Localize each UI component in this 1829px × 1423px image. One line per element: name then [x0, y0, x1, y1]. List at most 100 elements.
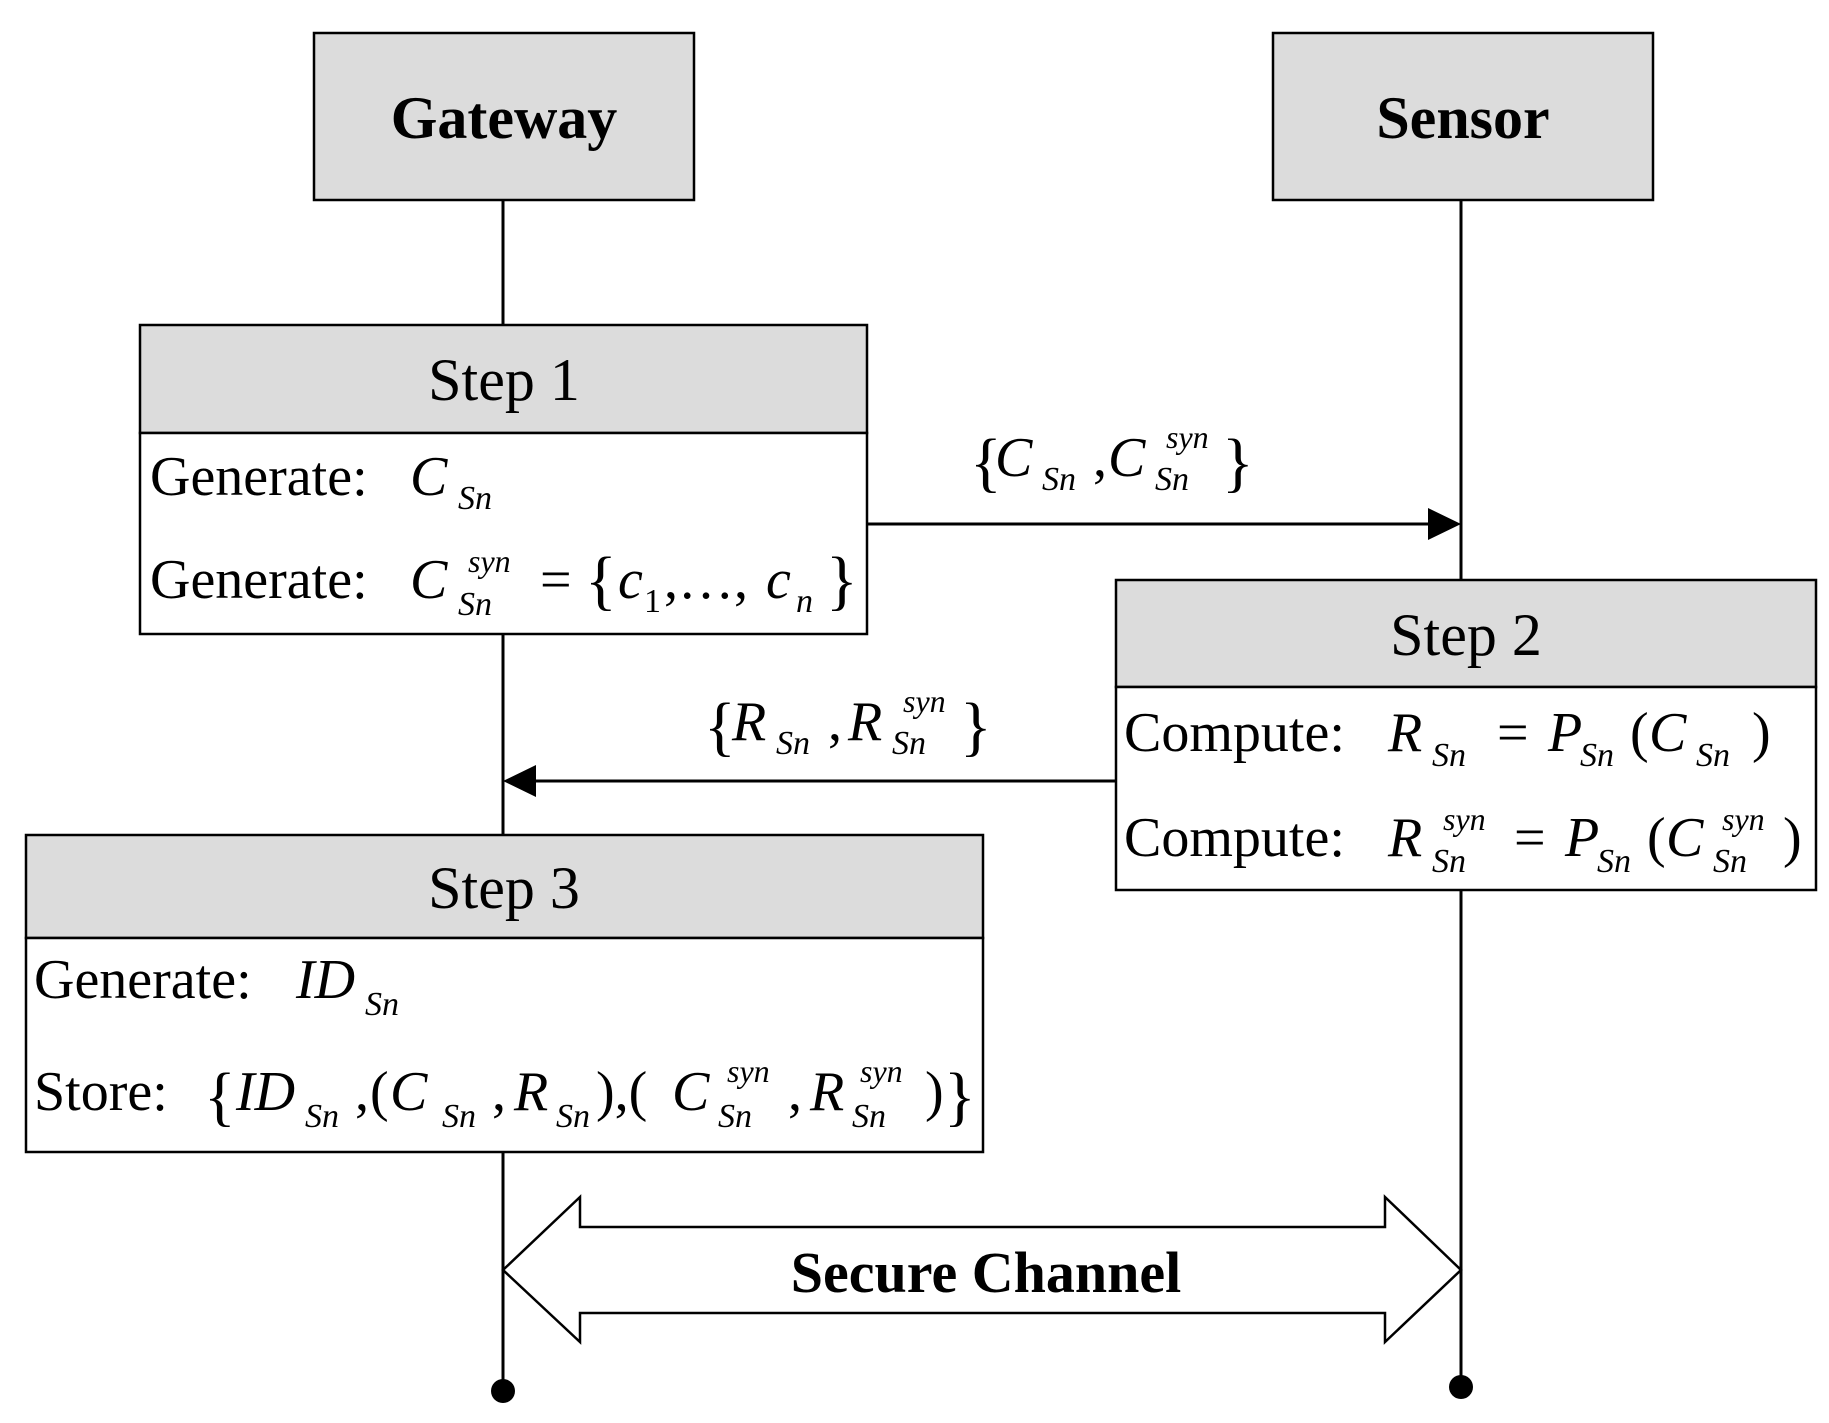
step3-line2: Store: { ID Sn , ( C Sn , R Sn ),( C syn… [34, 1053, 976, 1135]
step3-line1-Sn: Sn [365, 986, 399, 1023]
step2-line1-P: P [1547, 702, 1582, 764]
step3-line2-Sn1: Sn [305, 1098, 339, 1135]
step1-line2-cn: c [766, 549, 791, 611]
step3-line2-lbrace: { [204, 1060, 236, 1133]
step1-line2-one: 1 [644, 583, 661, 620]
step1-line2-dots: ,…, [664, 549, 748, 611]
step1-title: Step 1 [428, 347, 580, 413]
step2-line2-Sn1: Sn [1432, 843, 1466, 880]
message2-syn: syn [903, 683, 946, 719]
step1-line2-C: C [410, 549, 448, 611]
step3-line2-R2: R [809, 1061, 844, 1123]
message2-comma: , [828, 691, 842, 753]
step3-box: Step 3 Generate: ID Sn Store: { ID Sn , … [24, 833, 985, 1154]
step2-line2-eq: = [1514, 807, 1546, 869]
message1-C1: C [995, 427, 1033, 489]
message2-Sn1: Sn [776, 725, 810, 762]
step2-line2-P: P [1564, 807, 1599, 869]
gateway-lifeline-end [491, 1379, 515, 1403]
step3-line2-open1: ( [370, 1061, 389, 1123]
step3-line2-C1: C [390, 1061, 428, 1123]
step2-line1-C: C [1649, 702, 1687, 764]
sensor-participant: Sensor [1271, 31, 1655, 202]
step3-line2-ID: ID [235, 1061, 295, 1123]
step3-line2-rbrace: } [944, 1060, 976, 1133]
step1-line1-C: C [410, 446, 448, 508]
step2-line1: Compute: R Sn = P Sn ( C Sn ) [1124, 702, 1771, 774]
step2-line1-R: R [1387, 702, 1422, 764]
step3-line2-syn1: syn [727, 1053, 770, 1089]
message2-R2: R [847, 691, 882, 753]
step3-line2-Sn2: Sn [442, 1098, 476, 1135]
step2-line1-eq: = [1497, 702, 1529, 764]
step2-line1-label: Compute: [1124, 702, 1345, 764]
message2-arrow [503, 765, 1116, 797]
step1-line2-label: Generate: [150, 549, 368, 611]
step1-line1-Sn: Sn [458, 480, 492, 517]
message1-comma: , [1093, 427, 1107, 489]
step2-line2-Sn2: Sn [1597, 843, 1631, 880]
step3-line1-label: Generate: [34, 949, 252, 1011]
step3-line2-comma1: , [355, 1061, 369, 1123]
step2-line1-rparen: ) [1752, 702, 1771, 764]
step3-line2-comma3: , [788, 1061, 802, 1123]
secure-channel-label: Secure Channel [791, 1240, 1181, 1305]
step2-line2-lparen: ( [1647, 807, 1666, 869]
message2-rbrace: } [960, 690, 992, 763]
step2-line2-syn2: syn [1722, 801, 1765, 837]
message2-lbrace: { [704, 690, 736, 763]
sensor-lifeline-end [1449, 1375, 1473, 1399]
message1-lbrace: { [970, 426, 1002, 499]
message1-label: { C Sn , C syn Sn } [970, 419, 1254, 499]
step3-line1: Generate: ID Sn [34, 949, 399, 1023]
step1-line2-Sn: Sn [458, 586, 492, 623]
message1-C2: C [1108, 427, 1146, 489]
step1-line2-n: n [796, 583, 813, 620]
step3-line2-Sn4: Sn [718, 1098, 752, 1135]
message2-label: { R Sn , R syn Sn } [704, 683, 992, 763]
step1-line1-label: Generate: [150, 446, 368, 508]
step1-line2-c1: c [618, 549, 643, 611]
message1-syn: syn [1166, 419, 1209, 455]
step3-line2-mid: ),( [596, 1061, 647, 1123]
message1-Sn1: Sn [1042, 461, 1076, 498]
step2-box: Step 2 Compute: R Sn = P Sn ( C Sn ) Com… [1114, 578, 1818, 892]
step2-line2-rparen: ) [1783, 807, 1802, 869]
step3-line2-R1: R [513, 1061, 548, 1123]
step3-line2-Sn5: Sn [852, 1098, 886, 1135]
step1-line2-rbrace: } [826, 544, 858, 617]
step1-line2-lbrace: { [585, 544, 617, 617]
step2-line2-label: Compute: [1124, 807, 1345, 869]
step1-line1: Generate: C Sn [150, 446, 492, 517]
message2-R1: R [731, 691, 766, 753]
gateway-title: Gateway [391, 85, 618, 151]
gateway-participant: Gateway [312, 31, 696, 202]
message2-Sn2: Sn [892, 725, 926, 762]
step1-line2-syn: syn [468, 543, 511, 579]
step3-title: Step 3 [428, 855, 580, 921]
step2-title: Step 2 [1390, 602, 1542, 668]
secure-channel-arrow: Secure Channel [501, 1194, 1463, 1345]
step2-line2-Sn3: Sn [1713, 843, 1747, 880]
step2-line2-R: R [1387, 807, 1422, 869]
message1-arrow [867, 508, 1461, 540]
step3-line2-label: Store: [34, 1061, 168, 1123]
step3-line2-Sn3: Sn [556, 1098, 590, 1135]
step1-line2: Generate: C syn Sn = { c 1 ,…, c n } [150, 543, 858, 623]
step2-line2-syn1: syn [1443, 801, 1486, 837]
step3-line2-comma2: , [492, 1061, 506, 1123]
step2-line2: Compute: R syn Sn = P Sn ( C syn Sn ) [1124, 801, 1802, 880]
step3-line2-close: ) [925, 1061, 944, 1123]
step2-line1-Sn2: Sn [1580, 737, 1614, 774]
step2-line2-C: C [1666, 807, 1704, 869]
step1-line2-eq: = [540, 549, 572, 611]
step2-line1-Sn3: Sn [1696, 737, 1730, 774]
step3-line1-ID: ID [295, 949, 355, 1011]
step2-line1-Sn1: Sn [1432, 737, 1466, 774]
step3-line2-C2: C [672, 1061, 710, 1123]
step2-line1-lparen: ( [1630, 702, 1649, 764]
step1-box: Step 1 Generate: C Sn Generate: C syn Sn… [138, 323, 869, 636]
message1-Sn2: Sn [1155, 461, 1189, 498]
